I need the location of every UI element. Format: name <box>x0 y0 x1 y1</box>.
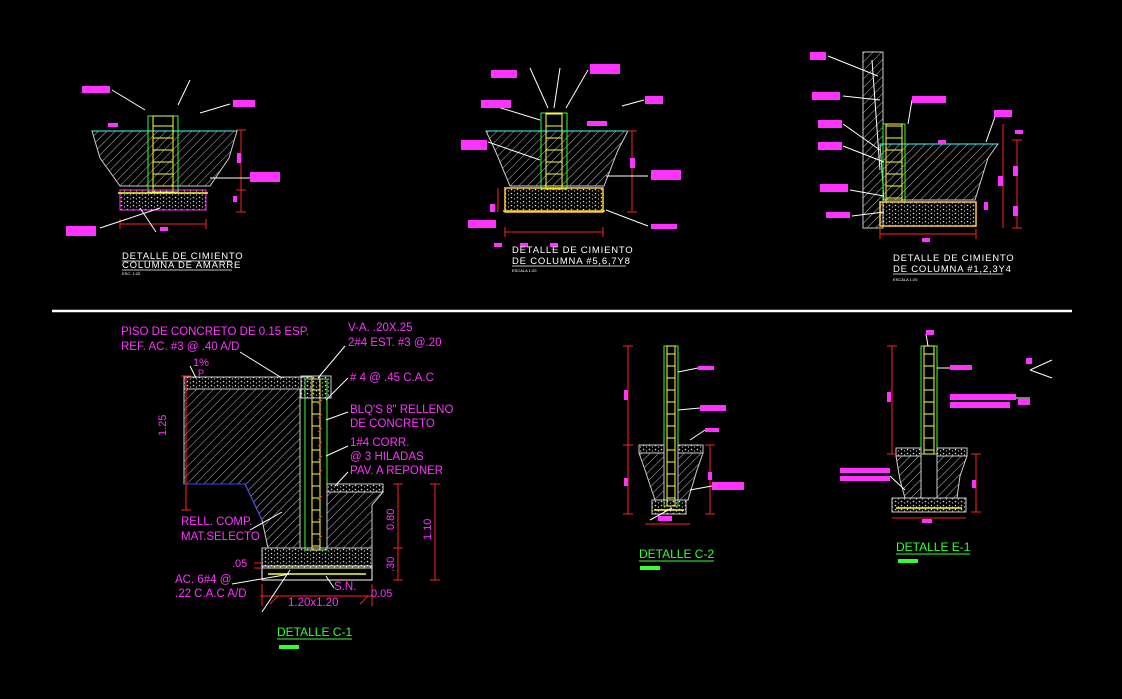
top-detail-1: DETALLE DE CIMIENTO COLUMNA DE AMARRE ES… <box>66 79 280 276</box>
c1-va-note-2: 2#4 EST. #3 @.20 <box>348 337 442 349</box>
c1-floor-note-1: PISO DE CONCRETO DE 0.15 ESP. <box>121 326 309 338</box>
footing <box>651 499 687 515</box>
top-detail-1-title-line2: COLUMNA DE AMARRE <box>122 260 241 271</box>
footing <box>879 201 977 227</box>
c1-fill-note-2: MAT.SELECTO <box>181 531 260 543</box>
detail-e1: DETALLE E-1 <box>840 330 1053 563</box>
c1-blocks-note-1: BLQ'S 8" RELLENO <box>350 404 453 416</box>
c1-dim-05b: 0.05 <box>371 588 392 600</box>
c1-dim-125: 1.25 <box>157 415 169 436</box>
c1-rebar-note: # 4 @ .45 C.A.C <box>350 372 434 384</box>
c1-title: DETALLE C-1 <box>277 625 352 639</box>
soil-left <box>895 455 922 499</box>
c1-slope-p: P <box>198 368 204 378</box>
top-detail-2-title-line1: DETALLE DE CIMIENTO <box>512 245 633 256</box>
c1-dim-05a: .05 <box>232 558 247 570</box>
c1-ac-note-1: AC. 6#4 @ <box>175 574 231 586</box>
top-detail-2-scale: ESCALA 1:20 <box>512 268 537 273</box>
soil-right <box>936 455 968 499</box>
c1-dim-30: .30 <box>385 557 397 572</box>
footing <box>504 187 604 213</box>
c2-title-tag <box>640 566 660 570</box>
e1-title-tag <box>898 559 918 563</box>
floor-slab <box>183 376 313 390</box>
c1-fill-note-1: RELL. COMP. <box>181 516 252 528</box>
top-detail-2: DETALLE DE CIMIENTO DE COLUMNA #5,6,7Y8 … <box>461 64 681 273</box>
outer-soil <box>326 491 385 549</box>
top-detail-3-scale: ESCALA 1:20 <box>893 277 918 282</box>
c1-dim-110: 1.10 <box>422 519 434 540</box>
top-detail-3: DETALLE DE CIMIENTO DE COLUMNA #1,2,3Y4 … <box>810 51 1023 282</box>
soil-right <box>677 452 704 501</box>
top-detail-3-title-line1: DETALLE DE CIMIENTO <box>893 253 1014 264</box>
footing <box>261 547 373 569</box>
c1-footing-size: 1.20x1.20 <box>288 597 339 609</box>
c1-slope: 1% <box>193 357 209 369</box>
footing <box>119 189 207 211</box>
footing <box>891 497 967 513</box>
top-detail-3-title-line2: DE COLUMNA #1,2,3Y4 <box>893 264 1012 275</box>
c1-floor-note-2: REF. AC. #3 @ .40 A/D <box>121 341 239 353</box>
c1-va-note-1: V-A. .20X.25 <box>348 322 413 334</box>
detail-c1: PISO DE CONCRETO DE 0.15 ESP. REF. AC. #… <box>121 322 453 649</box>
top-detail-1-scale: ESC. 1:20 <box>122 271 141 276</box>
c1-corr-note-1: 1#4 CORR. <box>350 437 409 449</box>
top-detail-1-title-line1: DETALLE DE CIMIENTO <box>122 251 243 262</box>
c1-sn-note: S.N. <box>334 581 356 593</box>
c1-blocks-note-2: DE CONCRETO <box>350 418 435 430</box>
c2-title: DETALLE C-2 <box>639 547 714 561</box>
detail-c2: DETALLE C-2 <box>623 345 744 570</box>
e1-title: DETALLE E-1 <box>896 540 971 554</box>
c1-corr-note-2: @ 3 HILADAS <box>350 451 424 463</box>
top-detail-2-title-line2: DE COLUMNA #5,6,7Y8 <box>512 256 631 267</box>
c1-pav-note: PAV. A REPONER <box>350 465 443 477</box>
soil-left <box>638 452 665 501</box>
c1-ac-note-2: .22 C.A.C A/D <box>175 588 247 600</box>
c1-title-tag <box>279 645 299 649</box>
c1-dim-080: 0.80 <box>385 509 397 530</box>
